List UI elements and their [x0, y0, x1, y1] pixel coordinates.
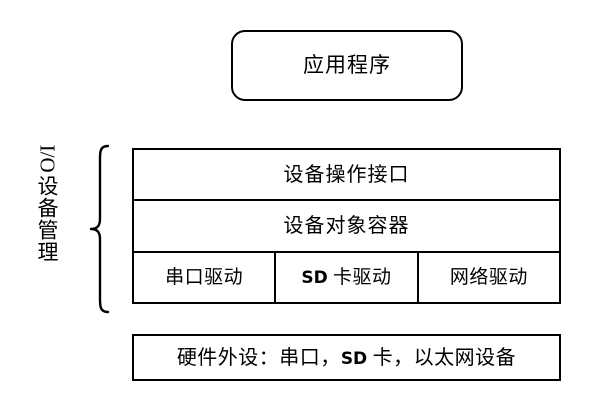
device-object-container-label: 设备对象容器 [283, 214, 410, 237]
device-operation-interface-row: 设备操作接口 [134, 150, 559, 199]
sd-card-driver-suffix: 卡驱动 [327, 266, 392, 288]
application-program-label: 应用程序 [303, 53, 391, 77]
serial-driver-label: 串口驱动 [165, 266, 244, 288]
left-curly-brace-icon [86, 143, 116, 315]
device-management-text: 设备管理 [35, 175, 60, 264]
sd-card-driver-label: SD 卡驱动 [301, 268, 391, 287]
network-driver-cell: 网络驱动 [416, 252, 559, 302]
sd-card-driver-cell: SD 卡驱动 [274, 252, 416, 302]
serial-driver-cell: 串口驱动 [134, 253, 274, 302]
hardware-peripherals-label: 硬件外设：串口，SD 卡，以太网设备 [177, 348, 516, 368]
io-text: I/O [35, 144, 60, 173]
hardware-peripherals-box: 硬件外设：串口，SD 卡，以太网设备 [132, 334, 561, 381]
network-driver-label: 网络驱动 [449, 266, 528, 288]
hardware-peripherals-part1: 硬件外设：串口， [176, 346, 341, 369]
io-device-management-label: I/O 设备管理 [30, 138, 64, 310]
sd-card-driver-prefix: SD [301, 267, 328, 288]
driver-row: 串口驱动 SD 卡驱动 网络驱动 [134, 250, 559, 302]
hardware-peripherals-sd-prefix: SD [340, 348, 368, 369]
device-operation-interface-label: 设备操作接口 [283, 163, 410, 186]
device-object-container-row: 设备对象容器 [134, 199, 559, 250]
io-stack: 设备操作接口 设备对象容器 串口驱动 SD 卡驱动 网络驱动 [132, 148, 561, 304]
hardware-peripherals-part2: 卡，以太网设备 [367, 346, 517, 369]
application-program-box: 应用程序 [231, 30, 463, 101]
